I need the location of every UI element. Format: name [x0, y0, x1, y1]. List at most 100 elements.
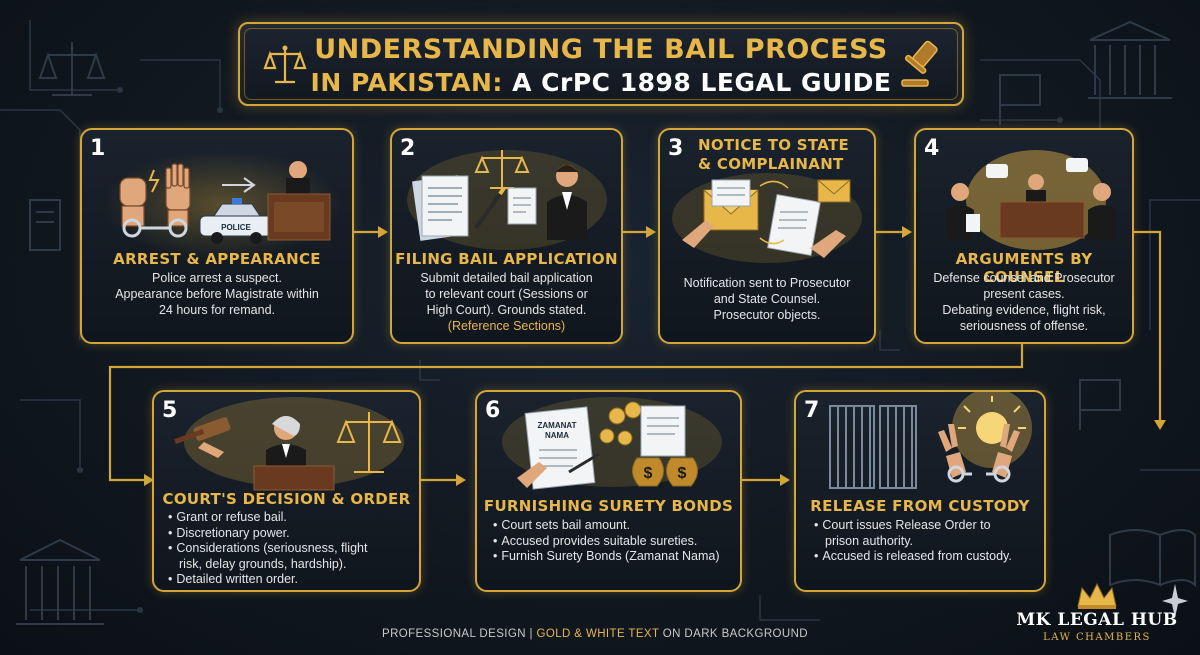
- step-reference: (Reference Sections): [447, 319, 566, 333]
- bullet-dot: •: [168, 572, 173, 586]
- envelope-icon: [703, 179, 759, 231]
- scales-icon: [336, 412, 402, 473]
- step-description-line: Submit detailed bail application: [420, 271, 593, 285]
- step-number: 7: [804, 398, 820, 423]
- bullet-item: •Court issues Release Order to: [814, 518, 991, 532]
- document-label-1: ZAMANAT: [538, 421, 577, 430]
- svg-text:$: $: [644, 465, 653, 482]
- arguments-illustration: [946, 150, 1116, 250]
- sun-icon: [976, 412, 1008, 444]
- page-title-white-part: A CrPC 1898 LEGAL GUIDE: [512, 68, 892, 97]
- bullet-dot: •: [168, 525, 173, 540]
- step-title-line: NOTICE TO STATE: [698, 136, 850, 154]
- mk-legal-hub-logo: MK LEGAL HUB LAW CHAMBERS: [1012, 580, 1192, 650]
- scales-icon: [474, 150, 530, 189]
- prosecutor-icon: [1088, 183, 1116, 240]
- step-card-5: 5 COURT'S DECISION & ORDER •Grant or ref…: [152, 390, 421, 592]
- bullet-dot: •: [168, 510, 173, 524]
- step-description-line: High Court). Grounds stated.: [426, 303, 587, 317]
- bullet-item: •Accused provides suitable sureties.: [493, 533, 698, 548]
- logo-subtitle: LAW CHAMBERS: [1043, 632, 1151, 643]
- document-stack-icon: [412, 175, 469, 241]
- step-description-line: to relevant court (Sessions or: [425, 287, 588, 301]
- judge-icon: [1026, 174, 1046, 204]
- bullet-item: •Furnish Surety Bonds (Zamanat Nama): [493, 549, 720, 563]
- step-number: 2: [400, 136, 416, 161]
- step-title: NOTICE TO STATE & COMPLAINANT: [698, 136, 849, 174]
- open-hand-icon: [165, 163, 191, 227]
- pen-icon: [474, 192, 502, 230]
- raised-hands-icon: [938, 424, 1020, 478]
- step-description: Submit detailed bail application to rele…: [392, 270, 621, 334]
- bullet-dot: •: [814, 549, 819, 563]
- step-number: 5: [162, 398, 178, 423]
- notice-document-icon: [767, 194, 821, 256]
- page-title-gold-part: IN PAKISTAN:: [310, 68, 503, 97]
- step-card-2: 2 FILING BAIL APPLICATION Submit detaile…: [390, 128, 623, 344]
- step-description: Defense counsel and Prosecutor present c…: [916, 270, 1132, 334]
- page-title-line1: UNDERSTANDING THE BAIL PROCESS: [314, 34, 888, 65]
- bullet-item: •Discretionary power.: [168, 525, 290, 540]
- bullet-item: •Accused is released from custody.: [814, 549, 1012, 563]
- crown-icon: [1077, 582, 1117, 609]
- step-bullet-list: •Court sets bail amount. •Accused provid…: [493, 518, 720, 565]
- step-card-1: 1 POLIC: [80, 128, 354, 344]
- bullet-dot: •: [814, 518, 819, 532]
- court-decision-illustration: [174, 397, 404, 491]
- step-title: ARREST & APPEARANCE: [113, 250, 321, 268]
- bond-scroll-icon: [640, 405, 686, 457]
- lightning-icon: [148, 169, 160, 193]
- signing-hand-icon: [517, 462, 547, 488]
- page-title-line2: IN PAKISTAN: A CrPC 1898 LEGAL GUIDE: [240, 68, 962, 97]
- bullet-item: prison authority.: [825, 533, 914, 548]
- step-title: FURNISHING SURETY BONDS: [483, 497, 734, 515]
- title-banner: UNDERSTANDING THE BAIL PROCESS IN PAKIST…: [238, 22, 964, 106]
- step-card-7: 7 RELEASE FROM CUSTODY •Court issues Rel…: [794, 390, 1046, 592]
- step-description: Police arrest a suspect. Appearance befo…: [82, 270, 352, 318]
- logo-name: MK LEGAL HUB: [1016, 610, 1178, 630]
- step-description-line: Prosecutor objects.: [713, 308, 821, 322]
- filing-illustration: [407, 150, 607, 250]
- court-bench-icon: [999, 201, 1085, 239]
- step-description: Notification sent to Prosecutor and Stat…: [660, 275, 874, 323]
- arrow-icon: [222, 177, 256, 193]
- judge-bench-icon: [267, 161, 331, 241]
- coins-icon: [599, 401, 642, 446]
- step-description-line: Defense counsel and Prosecutor: [933, 271, 1115, 285]
- step-description-line: present cases.: [983, 287, 1065, 301]
- bullet-dot: •: [168, 541, 173, 555]
- bullet-item: •Detailed written order.: [168, 572, 298, 586]
- step-description-line: Appearance before Magistrate within: [115, 287, 319, 301]
- step-number: 4: [924, 136, 940, 161]
- step-description-line: Police arrest a suspect.: [152, 271, 282, 285]
- prison-bars-icon: [829, 405, 917, 489]
- step-bullet-list: •Grant or refuse bail. •Discretionary po…: [168, 510, 367, 588]
- money-bag-icon: $ $: [632, 457, 698, 487]
- step-card-4: 4 ARGUMENTS BY COUNSEL Defense counsel a…: [914, 128, 1134, 344]
- bullet-dot: •: [493, 549, 498, 563]
- arrest-illustration: POLICE: [102, 150, 342, 260]
- step-number: 6: [485, 398, 501, 423]
- step-title: COURT'S DECISION & ORDER: [162, 490, 411, 508]
- step-description-line: Notification sent to Prosecutor: [683, 276, 851, 290]
- small-envelope-icon: [817, 179, 851, 203]
- bullet-dot: •: [493, 518, 498, 532]
- background-scale-icon: [38, 42, 106, 96]
- step-description-line: and State Counsel.: [713, 292, 821, 306]
- receiving-hand-icon: [810, 230, 846, 258]
- step-title: FILING BAIL APPLICATION: [395, 250, 618, 268]
- step-number: 3: [668, 136, 684, 161]
- broken-handcuffs-icon: [947, 465, 1011, 483]
- document-label-2: NAMA: [545, 431, 569, 440]
- step-card-6: 6 ZAMANAT NAMA $ $ FURNISHING SURETY BON…: [475, 390, 742, 592]
- police-car-icon: POLICE: [199, 198, 273, 244]
- defense-counsel-icon: [946, 183, 980, 240]
- step-number: 1: [90, 136, 106, 161]
- step-description-line: 24 hours for remand.: [158, 303, 276, 317]
- hand-icon: [682, 220, 714, 248]
- sparkle-icon: [1162, 584, 1188, 618]
- bullet-item: •Court sets bail amount.: [493, 518, 630, 532]
- handcuffs-icon: [122, 218, 188, 238]
- step-title: RELEASE FROM CUSTODY: [810, 497, 1030, 515]
- bullet-item: •Considerations (seriousness, flight: [168, 541, 368, 555]
